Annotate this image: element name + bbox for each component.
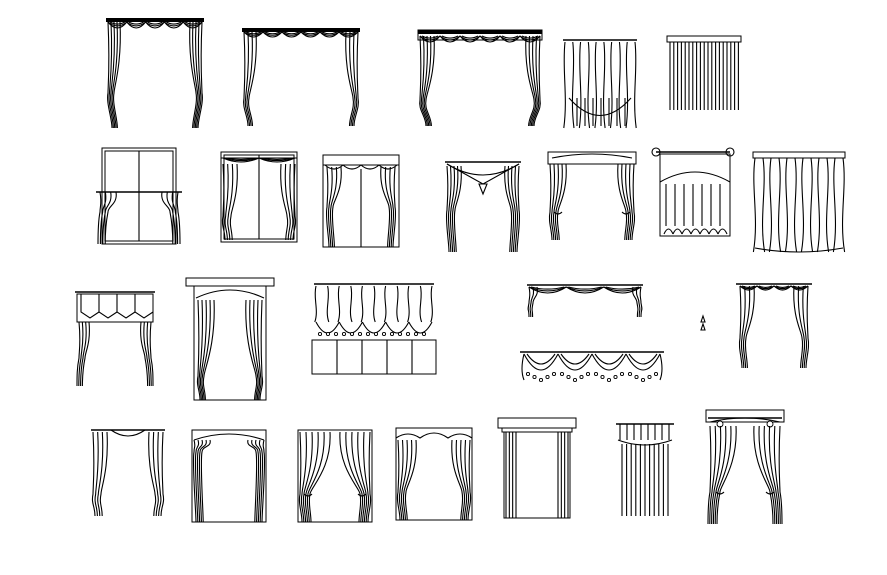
curtain-block-r1-a <box>106 18 204 128</box>
curtain-block-r4-f <box>616 424 674 516</box>
curtain-block-r4-b <box>192 430 266 522</box>
curtain-block-r1-e <box>667 36 741 110</box>
curtain-block-r1-b <box>242 28 360 126</box>
curtain-block-r3-e <box>520 352 664 382</box>
curtain-block-r2-c <box>323 155 399 247</box>
drop-marker <box>701 316 705 330</box>
curtain-block-r2-a <box>96 148 182 244</box>
curtain-block-r4-a <box>91 430 165 516</box>
curtain-block-r4-d <box>396 428 472 520</box>
curtain-block-r2-d <box>445 162 521 252</box>
curtain-block-r4-e <box>498 418 576 518</box>
curtain-block-r2-b <box>221 152 297 242</box>
curtain-block-r1-d <box>563 40 637 128</box>
curtain-block-r3-c <box>312 284 436 374</box>
curtain-block-r3-f <box>736 284 812 368</box>
curtain-block-r2-f <box>652 148 734 236</box>
curtain-block-r4-g <box>706 410 784 524</box>
curtain-block-r3-a <box>75 292 155 386</box>
curtain-block-r3-d <box>527 285 643 317</box>
curtain-block-r2-e <box>548 152 636 240</box>
curtain-block-r3-b <box>186 278 274 400</box>
curtain-block-r1-c <box>418 30 542 126</box>
curtain-block-r4-c <box>298 430 372 522</box>
curtain-block-r2-g <box>753 152 845 252</box>
